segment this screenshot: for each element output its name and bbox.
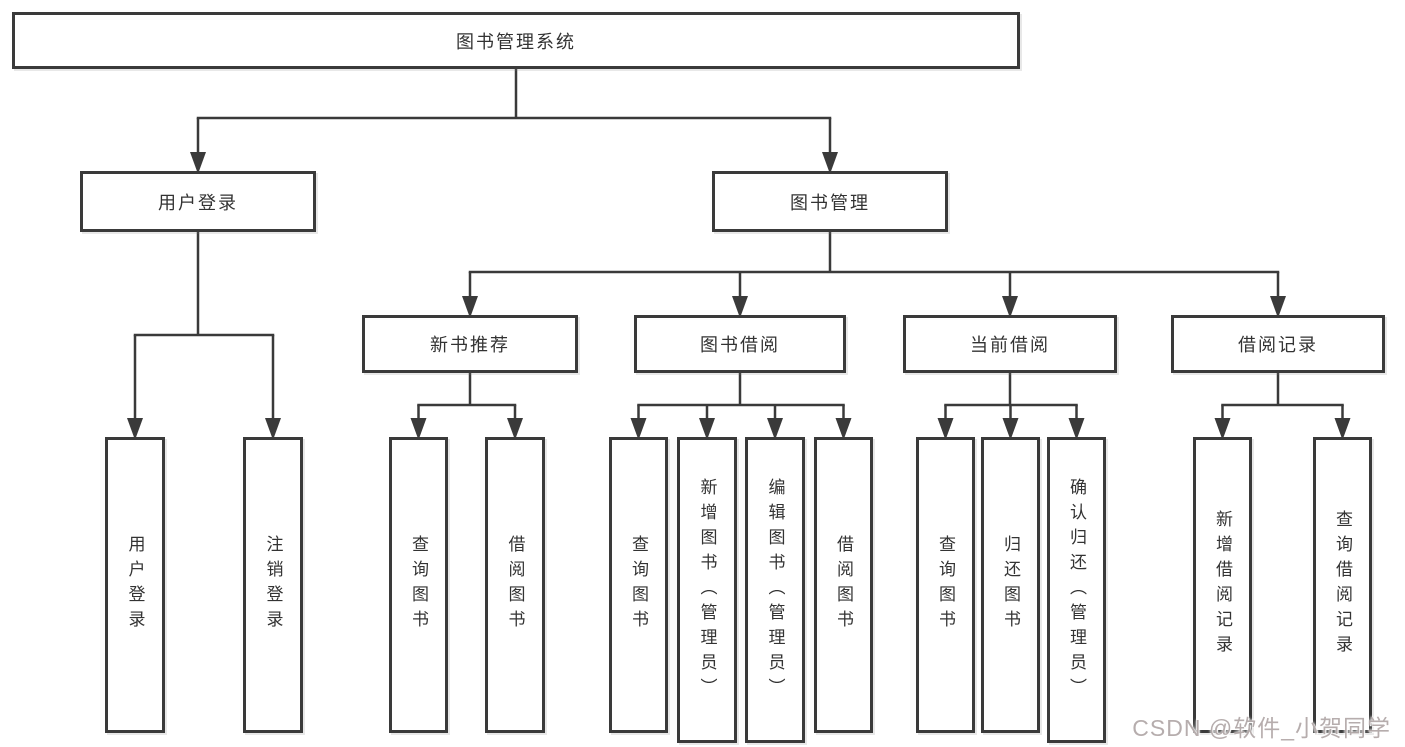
- node-label-leaf-query-book-3: 查询图书: [936, 535, 955, 635]
- arrowhead-icon: [1270, 296, 1286, 318]
- node-leaf-logout: 注销登录: [243, 437, 303, 733]
- arrowhead-icon: [1002, 418, 1019, 440]
- node-leaf-return-book: 归还图书: [981, 437, 1040, 733]
- node-label-leaf-borrow-book-2: 借阅图书: [834, 535, 853, 635]
- node-leaf-borrow-book-2: 借阅图书: [814, 437, 873, 733]
- node-label-leaf-query-book-1: 查询图书: [409, 535, 428, 635]
- node-leaf-add-record: 新增借阅记录: [1193, 437, 1252, 733]
- node-label-leaf-user-login: 用户登录: [125, 535, 145, 635]
- node-label-borrow-records: 借阅记录: [1238, 335, 1318, 355]
- node-label-leaf-query-book-2: 查询图书: [629, 535, 648, 635]
- node-label-new-book-recommend: 新书推荐: [430, 335, 510, 355]
- node-borrow-records: 借阅记录: [1171, 315, 1385, 373]
- arrowhead-icon: [630, 418, 647, 440]
- node-label-leaf-logout: 注销登录: [263, 535, 283, 635]
- node-label-leaf-return-book: 归还图书: [1001, 535, 1020, 635]
- node-leaf-query-book-2: 查询图书: [609, 437, 668, 733]
- node-label-leaf-add-book: 新增图书（管理员）: [697, 477, 717, 703]
- arrowhead-icon: [410, 418, 427, 440]
- arrowhead-icon: [1334, 418, 1351, 440]
- arrowhead-icon: [835, 418, 852, 440]
- node-book-borrow: 图书借阅: [634, 315, 846, 373]
- node-label-book-borrow: 图书借阅: [700, 335, 780, 355]
- node-label-user-login: 用户登录: [158, 192, 238, 213]
- arrowhead-icon: [767, 418, 783, 440]
- node-leaf-query-book-3: 查询图书: [916, 437, 975, 733]
- node-label-root: 图书管理系统: [456, 31, 576, 52]
- node-label-book-management: 图书管理: [790, 192, 870, 213]
- arrowhead-icon: [1068, 418, 1085, 440]
- node-label-leaf-borrow-book-1: 借阅图书: [505, 535, 525, 635]
- node-root: 图书管理系统: [12, 12, 1020, 69]
- node-label-leaf-query-record: 查询借阅记录: [1333, 510, 1352, 660]
- node-label-current-borrow: 当前借阅: [970, 335, 1050, 355]
- node-label-leaf-edit-book: 编辑图书（管理员）: [765, 477, 785, 703]
- node-leaf-borrow-book-1: 借阅图书: [485, 437, 545, 733]
- node-current-borrow: 当前借阅: [903, 315, 1117, 373]
- arrowhead-icon: [1002, 296, 1018, 318]
- node-leaf-confirm-return: 确认归还（管理员）: [1047, 437, 1106, 743]
- arrowhead-icon: [732, 296, 748, 318]
- arrowhead-icon: [462, 296, 478, 318]
- arrowhead-icon: [1214, 418, 1231, 440]
- node-user-login: 用户登录: [80, 171, 316, 232]
- watermark: CSDN @软件_小贺同学: [1132, 715, 1391, 741]
- node-leaf-edit-book: 编辑图书（管理员）: [745, 437, 805, 743]
- arrowhead-icon: [127, 418, 143, 440]
- arrowhead-icon: [937, 418, 954, 440]
- arrowhead-icon: [190, 152, 206, 174]
- node-label-leaf-confirm-return: 确认归还（管理员）: [1067, 477, 1086, 703]
- arrowhead-icon: [822, 152, 838, 174]
- node-leaf-query-record: 查询借阅记录: [1313, 437, 1372, 733]
- node-book-management: 图书管理: [712, 171, 948, 232]
- node-leaf-query-book-1: 查询图书: [389, 437, 448, 733]
- node-leaf-add-book: 新增图书（管理员）: [677, 437, 737, 743]
- node-leaf-user-login: 用户登录: [105, 437, 165, 733]
- node-new-book-recommend: 新书推荐: [362, 315, 578, 373]
- arrowhead-icon: [699, 418, 715, 440]
- node-label-leaf-add-record: 新增借阅记录: [1213, 510, 1232, 660]
- arrowhead-icon: [507, 418, 523, 440]
- arrowhead-icon: [265, 418, 281, 440]
